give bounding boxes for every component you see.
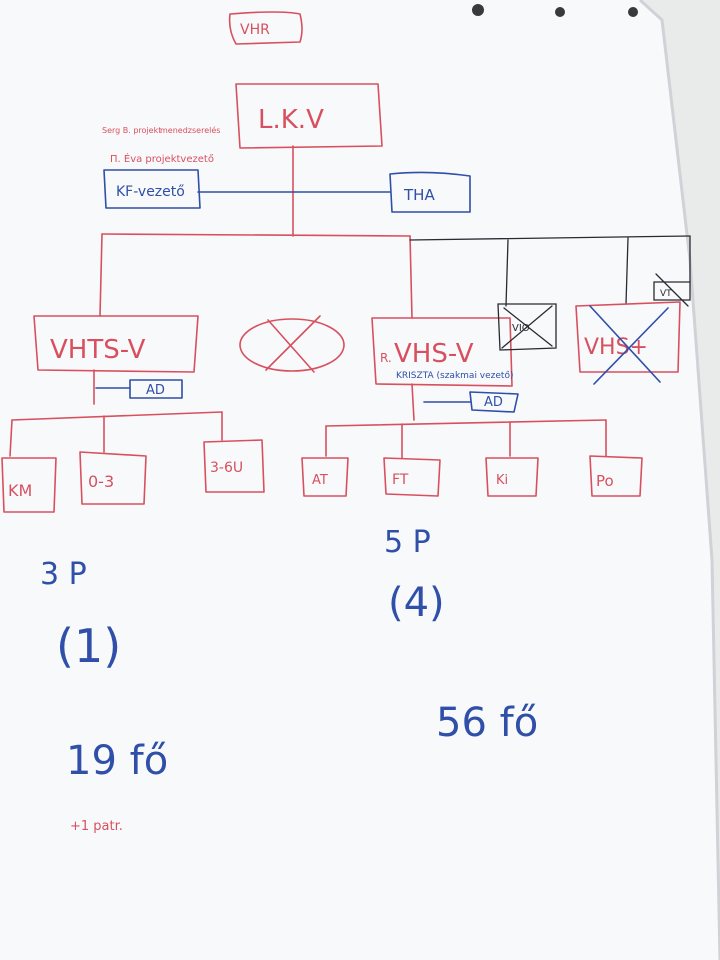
right-ad-box [469, 391, 519, 413]
right-unit-label-2: FT [392, 472, 409, 488]
division-right-label: VHS-V [394, 339, 474, 369]
small-box-1-cross [501, 305, 553, 349]
black-bus [409, 235, 691, 241]
left-unit-box-3 [203, 439, 265, 493]
black-drop-2 [625, 237, 629, 305]
division-left-label: VHTS-V [50, 335, 146, 365]
left-staff-label: KF-vezető [116, 184, 185, 200]
right-unit-label-3: Ki [496, 473, 508, 488]
division-right-prefix: R. [380, 351, 392, 365]
right-unit-box-4 [589, 455, 643, 497]
division-right-note: KRISZTA (szakmai vezető) [396, 371, 513, 381]
division-bus [101, 233, 411, 237]
left-unit-label-3: 3-6U [210, 460, 243, 476]
right-unit-label-1: AT [312, 473, 328, 488]
right-sub: (4) [388, 580, 445, 626]
division-left-box [33, 315, 199, 373]
ellipse-cross [265, 315, 321, 373]
right-count: 5 P [384, 525, 431, 560]
left-unit-bus [11, 411, 223, 421]
black-drop-1 [505, 239, 509, 307]
left-unit-box-2 [79, 451, 147, 505]
left-extra: +1 patr. [70, 819, 123, 834]
division-right-box [371, 317, 513, 387]
note-line-2: Π. Éva projektvezető [110, 152, 214, 165]
right-total: 56 fő [436, 700, 538, 746]
left-ad-label: AD [146, 383, 165, 398]
right-ad-connector [411, 383, 415, 421]
left-count: 3 P [40, 557, 87, 592]
punch-hole [628, 7, 638, 17]
right-ad-label: AD [484, 395, 503, 410]
left-total: 19 fő [66, 738, 168, 784]
top-box [235, 83, 383, 149]
left-unit-box-1 [1, 457, 57, 513]
left-drop [99, 233, 103, 317]
left-unit-label-1: KM [8, 481, 32, 500]
small-box-3-cross [655, 273, 689, 307]
top-box-label: L.K.V [258, 105, 324, 135]
right-staff-label: THA [403, 186, 435, 204]
right-unit-bus [325, 419, 607, 427]
vhr-tag-box [228, 11, 303, 45]
right-unit-box-1 [301, 457, 349, 497]
right-staff-box [389, 171, 471, 213]
right-unit-box-3 [485, 457, 539, 497]
punch-hole [555, 7, 565, 17]
left-unit-drop-1 [9, 419, 13, 457]
small-box-1 [497, 303, 557, 351]
vhr-tag: VHR [240, 22, 270, 38]
left-sub: (1) [56, 619, 121, 673]
crossed-ellipse [239, 318, 345, 372]
small-box-3 [653, 281, 691, 301]
right-unit-box-2 [383, 457, 441, 497]
small-box-2 [575, 301, 681, 373]
small-box-3-label: VT [660, 289, 672, 299]
left-staff-box [103, 169, 201, 209]
note-line-1: Serg B. projekt [102, 126, 161, 135]
punch-hole [472, 4, 484, 16]
small-box-1-label: VIO [512, 323, 530, 334]
right-drop [409, 235, 413, 319]
left-ad-box [129, 379, 183, 399]
note-line-1b: menedzserelés [160, 125, 220, 135]
right-unit-label-4: Po [596, 472, 614, 490]
small-box-2-cross [589, 305, 669, 385]
left-unit-label-2: 0-3 [88, 472, 114, 491]
